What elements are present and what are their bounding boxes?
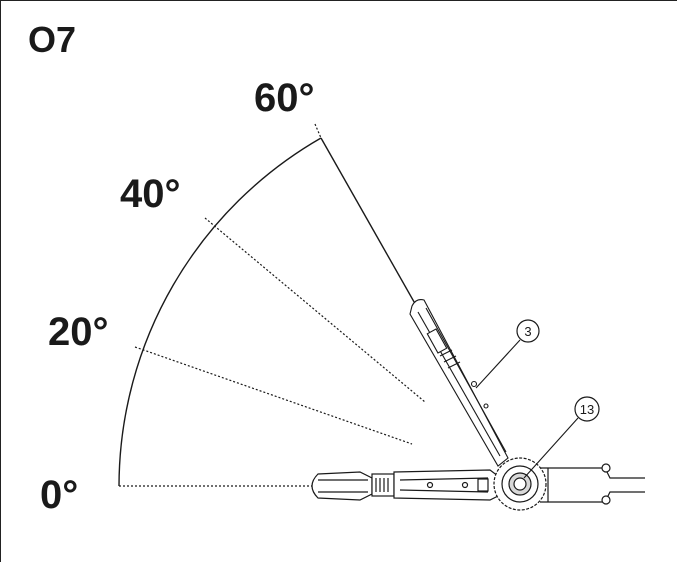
callout-3-leader [475,339,521,389]
callout-13-circle [574,396,600,422]
angle-label-60: 60° [254,76,315,120]
angle-line-60-tip [314,123,322,139]
angle-line-40 [204,217,426,403]
callout-13-label: 13 [580,402,594,417]
angle-line-20 [134,346,413,445]
callout-3-circle [516,319,540,343]
angle-label-40: 40° [120,172,181,216]
callout-13-leader [523,417,579,479]
horizontal-frame [311,463,645,505]
hinge-joint [493,457,547,511]
callout-3-label: 3 [524,324,531,339]
angle-label-0: 0° [40,473,78,517]
angle-arc [118,137,322,487]
angle-label-20: 20° [48,310,109,354]
raised-arm [409,299,509,467]
figure-id-label: O7 [28,19,76,60]
